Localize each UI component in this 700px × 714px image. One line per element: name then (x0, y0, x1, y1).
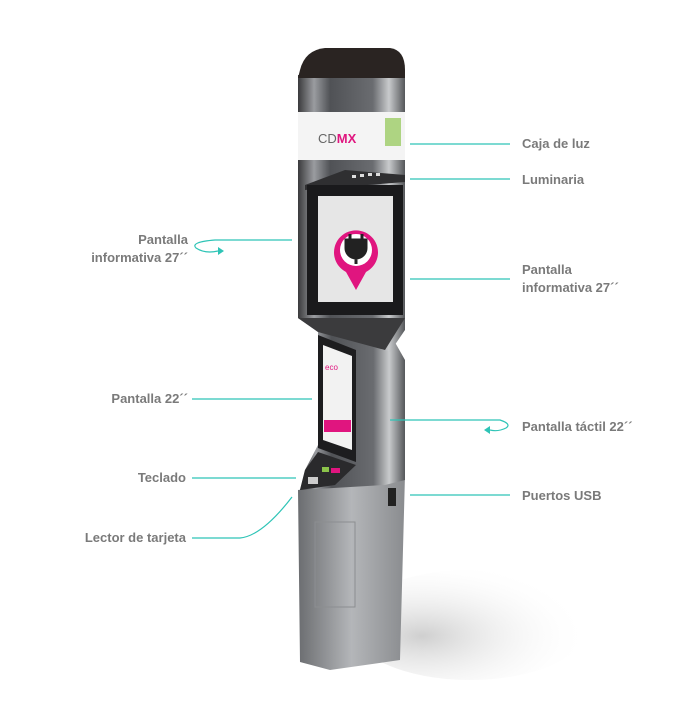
label-lector-de-tarjeta: Lector de tarjeta (84, 530, 186, 545)
label-line-1: Pantalla (138, 232, 188, 247)
small-screen (323, 345, 352, 450)
top-cap (298, 48, 405, 78)
floor-shadow (350, 570, 590, 680)
label-pantalla-informativa-left: Pantalla informativa 27´´ (91, 231, 188, 267)
label-teclado: Teclado (137, 470, 186, 485)
arrow-head-right (484, 426, 490, 434)
label-pantalla-22: Pantalla 22´´ (111, 391, 188, 406)
label-luminaria: Luminaria (522, 172, 585, 187)
luminaire-leds (352, 173, 380, 178)
card-reader (308, 477, 318, 484)
label-line-2: informativa 27´´ (522, 280, 619, 295)
label-caja-de-luz: Caja de luz (522, 136, 590, 151)
label-line-2: informativa 27´´ (91, 250, 188, 265)
leader-lines (192, 143, 510, 539)
plug-icon (344, 234, 368, 264)
screen-ledge (298, 318, 405, 350)
kiosk-base (298, 475, 405, 670)
small-screen-logo: eco (325, 363, 338, 372)
keyboard-key-green (322, 467, 329, 472)
label-line-1: Pantalla (522, 262, 572, 277)
cdmx-logo: CDMX (318, 131, 357, 146)
small-screen-banner (324, 420, 351, 432)
ecobici-logo (385, 118, 401, 146)
arrow-head-left (218, 247, 224, 255)
label-pantalla-informativa-right: Pantalla informativa 27´´ (522, 261, 619, 297)
usb-port (388, 488, 396, 506)
keyboard-key-pink (331, 468, 340, 473)
base-panel (314, 521, 356, 608)
label-pantalla-tactil: Pantalla táctil 22´´ (522, 419, 633, 434)
label-puertos-usb: Puertos USB (522, 488, 602, 503)
